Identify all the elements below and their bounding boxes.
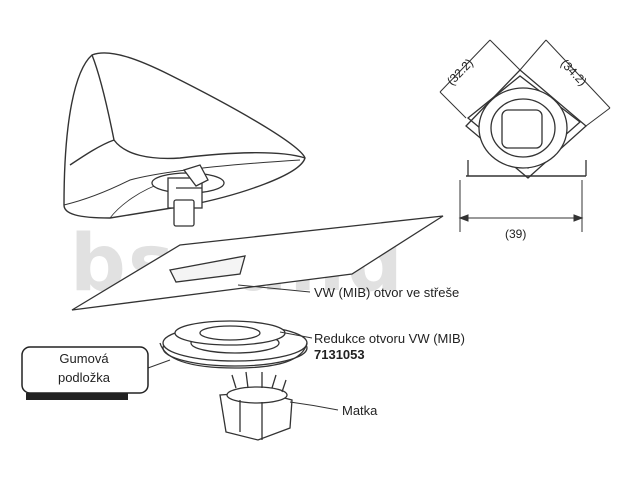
hole-reducer-ring [159,320,308,369]
rubber-pad-leader [147,359,171,369]
dim-a-line [439,39,491,93]
nut [219,371,293,441]
roof-hole-leader [237,284,311,293]
nut-leader [289,401,339,411]
dimension-a-label: (32.2) [444,56,476,88]
dim-b-line [545,39,611,109]
dimension-lines [439,39,611,232]
rubber-pad-callout-text: Gumová podložka [20,349,148,387]
roof-plate [71,215,444,311]
rubber-pad-callout-shape [21,346,149,400]
dimension-c-label: (39) [505,227,526,241]
shark-fin-antenna [63,52,306,219]
rubber-pad-line2: podložka [57,370,111,385]
part-number-label: 7131053 [314,347,365,362]
hole-reducer-label: Redukce otvoru VW (MIB) [314,331,465,346]
antenna-connector [151,164,225,227]
rubber-pad-line1: Gumová [59,351,109,366]
rubber-pad-callout: Gumová podložka [20,345,148,393]
roof-hole-label: VW (MIB) otvor ve střeše [314,285,460,300]
dimension-b-label: (34.2) [558,56,590,88]
top-view-part [465,69,587,179]
roof-hole [169,255,246,283]
reducer-leader [279,331,313,339]
nut-label: Matka [342,403,378,418]
